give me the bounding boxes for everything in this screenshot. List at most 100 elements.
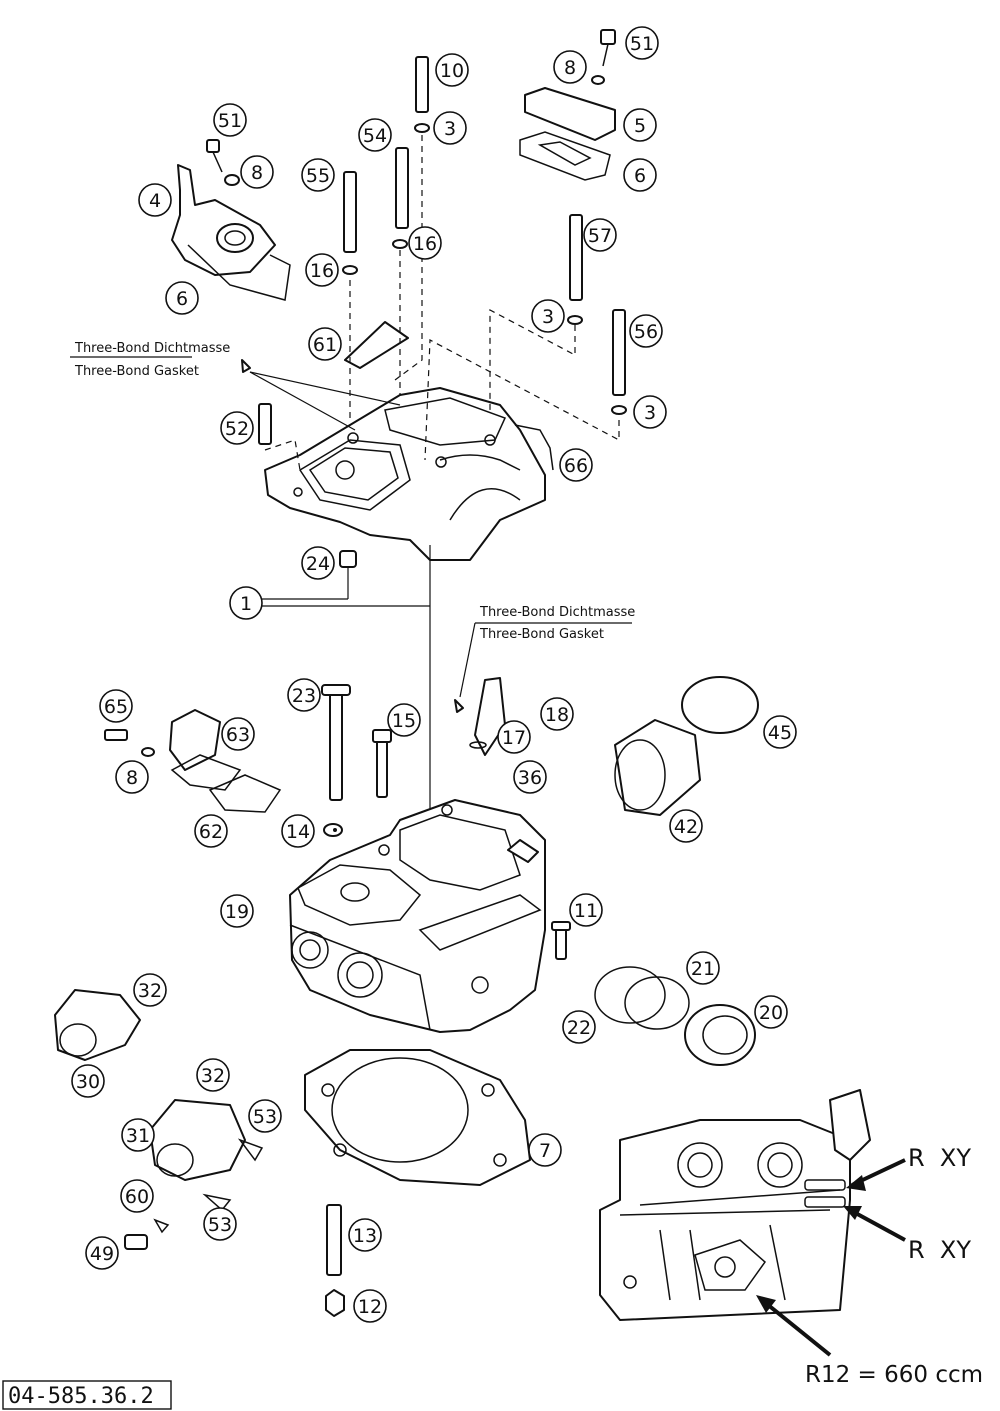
inset-label-upper: R XY xyxy=(908,1144,971,1172)
callout-number: 32 xyxy=(138,980,162,1002)
callout-number: 14 xyxy=(286,821,310,843)
callout-circle xyxy=(497,720,531,754)
callout-circle xyxy=(301,158,335,192)
callout-5: 5 xyxy=(623,108,657,142)
callout-circle xyxy=(138,183,172,217)
callout-56: 56 xyxy=(629,314,663,348)
callout-3: 3 xyxy=(433,111,467,145)
sealant-mid-line1: Three-Bond Dichtmasse xyxy=(479,605,635,620)
callout-circle xyxy=(287,678,321,712)
callout-number: 12 xyxy=(358,1296,382,1318)
callout-circle xyxy=(281,814,315,848)
callout-51: 51 xyxy=(625,26,659,60)
callout-number: 11 xyxy=(574,900,598,922)
inset-head-detail xyxy=(599,1089,906,1357)
cylinder-head-assembly xyxy=(104,622,759,1066)
callout-circle xyxy=(203,1207,237,1241)
callout-circle xyxy=(433,111,467,145)
callout-4: 4 xyxy=(138,183,172,217)
callout-number: 1 xyxy=(240,593,252,615)
callout-number: 15 xyxy=(392,710,416,732)
callout-number: 53 xyxy=(208,1214,232,1236)
callout-number: 57 xyxy=(588,225,612,247)
callout-55: 55 xyxy=(301,158,335,192)
callout-circle xyxy=(669,809,703,843)
callout-circle xyxy=(99,689,133,723)
callout-number: 6 xyxy=(176,288,188,310)
callout-3: 3 xyxy=(633,395,667,429)
callout-number: 22 xyxy=(567,1017,591,1039)
callout-number: 45 xyxy=(768,722,792,744)
callout-circle xyxy=(629,314,663,348)
callout-circle xyxy=(221,717,255,751)
callout-number: 3 xyxy=(542,306,554,328)
callout-circle xyxy=(220,411,254,445)
callout-circle xyxy=(121,1118,155,1152)
callout-7: 7 xyxy=(528,1133,562,1167)
callout-circle xyxy=(633,395,667,429)
callout-number: 20 xyxy=(759,1002,783,1024)
sealant-top-line2: Three-Bond Gasket xyxy=(74,364,199,379)
callout-31: 31 xyxy=(121,1118,155,1152)
callout-number: 52 xyxy=(225,418,249,440)
callout-number: 66 xyxy=(564,455,588,477)
callout-number: 54 xyxy=(363,125,387,147)
callout-10: 10 xyxy=(435,53,469,87)
callout-49: 49 xyxy=(85,1236,119,1270)
callout-circle xyxy=(133,973,167,1007)
callout-circle xyxy=(569,893,603,927)
callout-11: 11 xyxy=(569,893,603,927)
callout-number: 16 xyxy=(413,233,437,255)
callout-circle xyxy=(301,546,335,580)
callout-45: 45 xyxy=(763,715,797,749)
callout-number: 55 xyxy=(306,165,330,187)
callout-57: 57 xyxy=(583,218,617,252)
callout-circle xyxy=(240,155,274,189)
intake-flanges-and-gaskets xyxy=(54,989,531,1317)
callout-circle xyxy=(120,1179,154,1213)
callout-number: 18 xyxy=(545,704,569,726)
callout-circle xyxy=(348,1218,382,1252)
drawing-code-box xyxy=(2,1380,172,1410)
callout-51: 51 xyxy=(213,103,247,137)
callout-36: 36 xyxy=(513,760,547,794)
callout-number: 17 xyxy=(502,727,526,749)
callout-6: 6 xyxy=(165,281,199,315)
callout-17: 17 xyxy=(497,720,531,754)
callout-42: 42 xyxy=(669,809,703,843)
sealant-mid-line2: Three-Bond Gasket xyxy=(479,627,604,642)
callout-circle xyxy=(387,703,421,737)
callout-circle xyxy=(165,281,199,315)
callout-30: 30 xyxy=(71,1064,105,1098)
callout-circle xyxy=(540,697,574,731)
callout-number: 62 xyxy=(199,821,223,843)
callout-number: 6 xyxy=(634,165,646,187)
inset-displacement-note: R12 = 660 ccm xyxy=(805,1362,983,1388)
callout-number: 8 xyxy=(564,57,576,79)
callout-circle xyxy=(763,715,797,749)
callout-circle xyxy=(528,1133,562,1167)
callout-number: 53 xyxy=(253,1106,277,1128)
callout-16: 16 xyxy=(408,226,442,260)
callout-circle xyxy=(305,253,339,287)
callout-number: 23 xyxy=(292,685,316,707)
callout-number: 60 xyxy=(125,1186,149,1208)
callout-15: 15 xyxy=(387,703,421,737)
callout-number: 42 xyxy=(674,816,698,838)
callout-circle xyxy=(115,760,149,794)
callout-number: 49 xyxy=(90,1243,114,1265)
callout-number: 61 xyxy=(313,334,337,356)
callout-circle xyxy=(435,53,469,87)
callout-number: 63 xyxy=(226,724,250,746)
callout-circle xyxy=(71,1064,105,1098)
callout-circle xyxy=(248,1099,282,1133)
callout-16: 16 xyxy=(305,253,339,287)
callout-circle xyxy=(196,1058,230,1092)
callout-8: 8 xyxy=(240,155,274,189)
callout-63: 63 xyxy=(221,717,255,751)
callout-circle xyxy=(220,894,254,928)
callout-12: 12 xyxy=(353,1289,387,1323)
sealant-top-line1: Three-Bond Dichtmasse xyxy=(74,341,230,356)
